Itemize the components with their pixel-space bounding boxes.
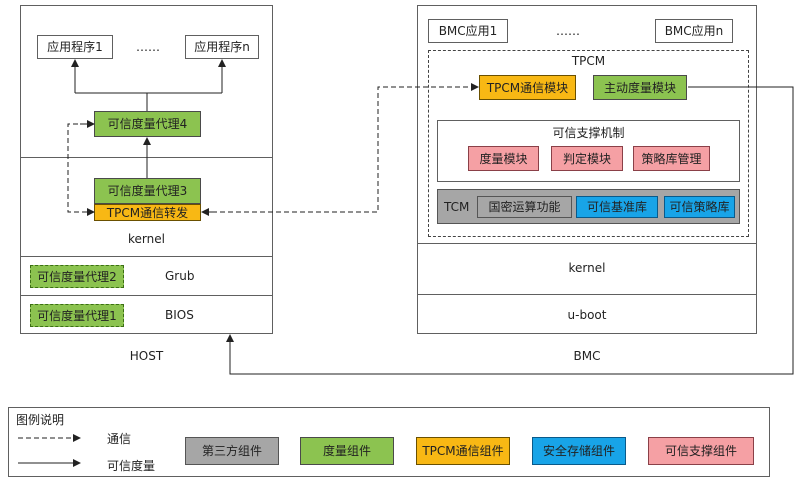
bios-label: BIOS [165,308,194,322]
measure-arrow-agent4-to-apps [71,59,226,111]
legend-comm-label: 通信 [107,432,132,446]
legend-box [8,407,770,477]
host-kernel-label: kernel [128,232,165,246]
tpcm-comm-module: TPCM通信模块 [479,75,576,100]
policy-library-mgmt: 策略库管理 [633,146,710,171]
legend-tpcm-comp: TPCM通信组件 [416,437,510,465]
tcm-label: TCM [444,200,470,214]
legend-third-party: 第三方组件 [185,437,279,465]
trusted-agent-3: 可信度量代理3 [94,178,201,204]
host-app1-box: 应用程序1 [37,35,113,59]
trusted-agent-4: 可信度量代理4 [94,111,201,137]
host-app-dots: …… [136,40,160,54]
measure-module: 度量模块 [468,146,539,171]
trusted-baseline-lib: 可信基准库 [576,196,658,218]
legend-measure-comp: 度量组件 [300,437,394,465]
trusted-agent-1: 可信度量代理1 [30,304,124,327]
comm-arrow-host-bmc [201,83,479,216]
trusted-agent-2: 可信度量代理2 [30,265,124,288]
host-title: HOST [129,349,164,363]
bmc-app-dots: …… [556,24,580,38]
bmc-appn-box: BMC应用n [655,19,733,43]
comm-arrow-forward-agent4 [67,120,95,216]
grub-label: Grub [165,269,195,283]
tpcm-container [428,50,749,237]
legend-support-comp: 可信支撑组件 [648,437,754,465]
judge-module: 判定模块 [551,146,623,171]
support-title: 可信支撑机制 [552,126,625,140]
bmc-kernel-label: kernel [568,261,606,275]
uboot-label: u-boot [567,308,607,322]
active-measure-module: 主动度量模块 [593,75,687,100]
bmc-app1-box: BMC应用1 [428,19,508,43]
legend-title: 图例说明 [16,413,65,427]
crypto-function: 国密运算功能 [477,196,572,218]
bmc-title: BMC [573,349,601,363]
legend-secure-storage: 安全存储组件 [532,437,626,465]
bmc-uboot-divider [417,294,757,295]
legend-measure-label: 可信度量 [107,459,156,473]
host-appn-box: 应用程序n [185,35,259,59]
tpcm-title: TPCM [571,54,606,68]
measure-arrow-bmc-to-host [226,86,794,375]
bmc-kernel-divider [417,243,757,244]
tpcm-forward-box: TPCM通信转发 [94,204,201,221]
host-bios-divider [20,295,273,296]
host-grub-divider [20,256,273,257]
trusted-policy-lib: 可信策略库 [664,196,735,218]
